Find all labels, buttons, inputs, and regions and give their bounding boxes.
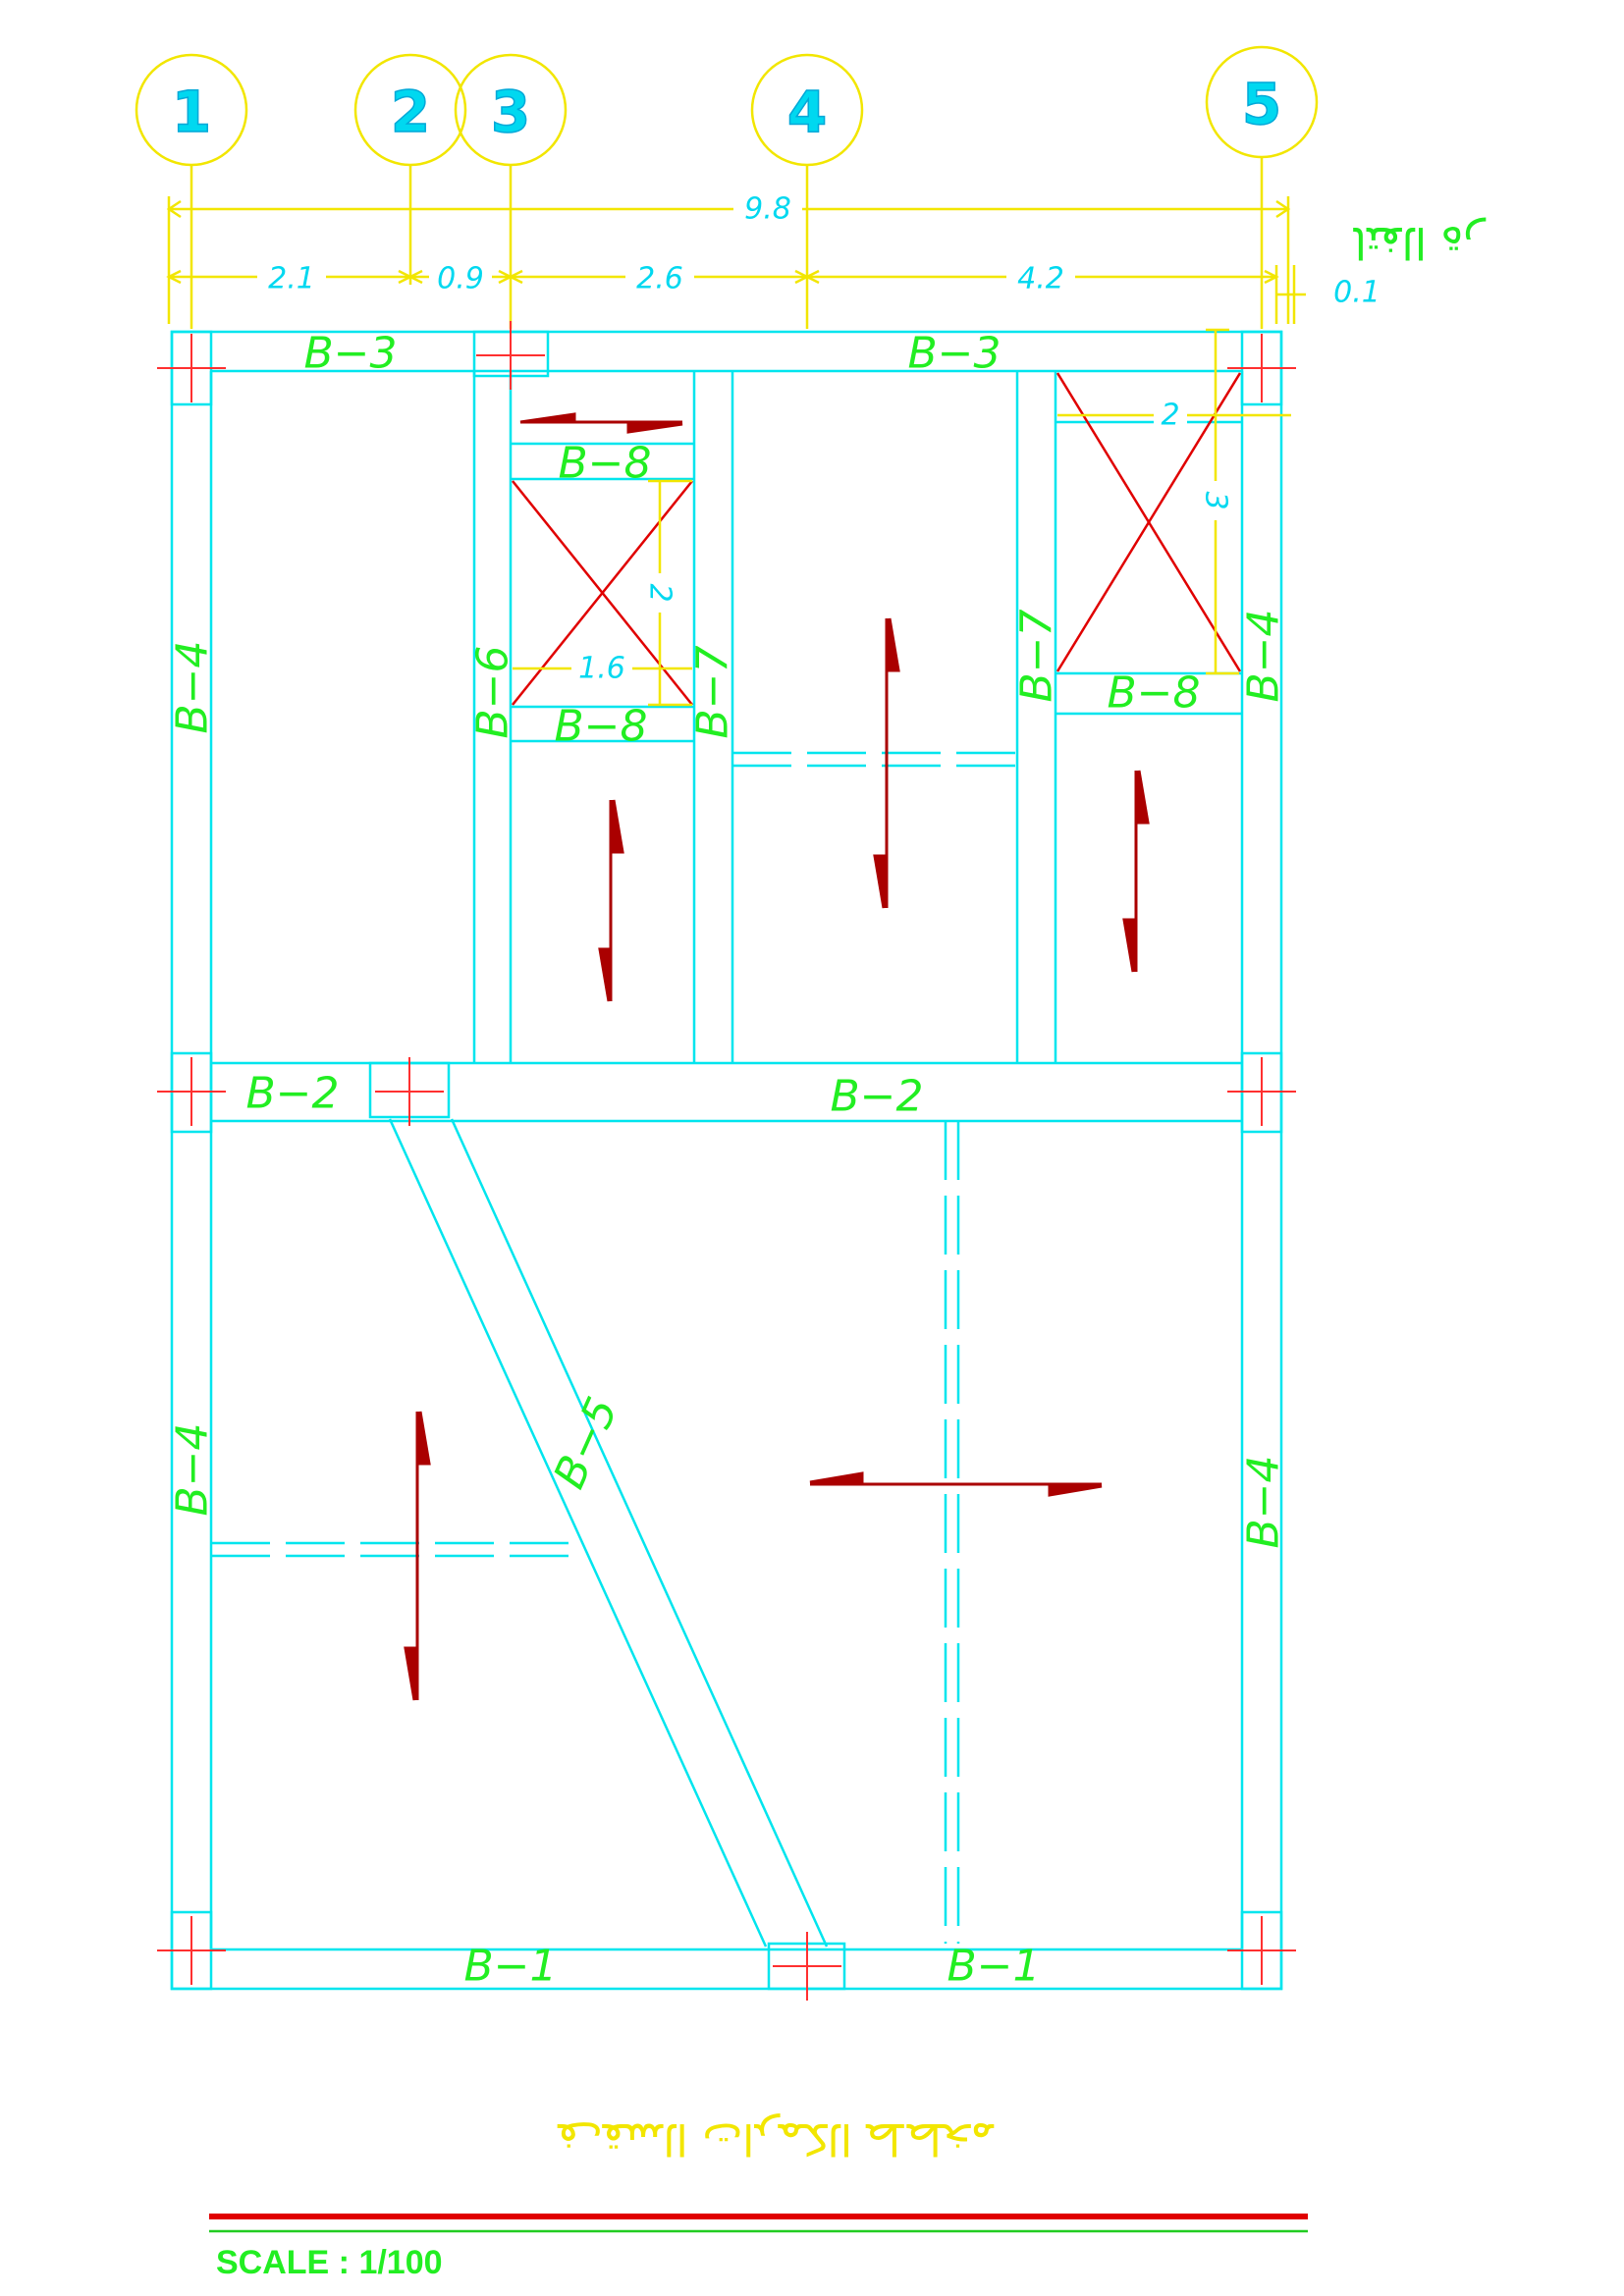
grid-label-4: 4 (787, 79, 827, 145)
grid-label-2: 2 (391, 79, 430, 145)
beam-label-b8-bottom: B−8 (554, 702, 647, 752)
opening-left-width-label: 1.6 (578, 652, 625, 686)
grid-label-1: 1 (172, 79, 211, 145)
grid-label-5: 5 (1242, 71, 1281, 137)
offset-dim-label: 0.1 (1333, 276, 1380, 310)
beam-label-b4-left-bottom: B−4 (168, 1422, 218, 1516)
outer-frame (170, 330, 1283, 1991)
side-note: ﺎﺘﻔﻟﺍ ﺓﺭ (1353, 217, 1486, 267)
opening-right-height-label: 3 (1199, 491, 1233, 509)
beam-label-b4-left-top: B−4 (168, 640, 218, 733)
beam-label-b7-right: B−7 (1012, 609, 1062, 702)
drawing-title: ﻒﻘﺴﻟﺍ ﺕﺍﺮﻤﻜﻟﺍ ﻂﻄﺨﻣ (558, 2113, 995, 2163)
span-arrows (404, 412, 1150, 1701)
beam-b5-edge-2 (450, 1118, 829, 1948)
beam-label-b1-right: B−1 (947, 1942, 1040, 1992)
grid-label-3: 3 (491, 79, 530, 145)
span-dim-label-2: 0.9 (437, 262, 484, 296)
beam-label-b3-left: B−3 (303, 329, 397, 379)
beam-outlines (170, 330, 1283, 1991)
beam-label-b1-left: B−1 (463, 1942, 557, 1992)
column-crosses (157, 321, 1296, 2001)
beam-label-b8-right: B−8 (1107, 668, 1200, 719)
top-dimensions (166, 196, 1306, 324)
hidden-lines (211, 751, 1017, 1944)
beam-label-b4-right-bottom: B−4 (1239, 1455, 1289, 1548)
opening-right-diagonal-2 (1056, 372, 1242, 672)
span-dim-label-3: 2.6 (636, 262, 683, 296)
beam-label-b2-left: B−2 (245, 1069, 339, 1119)
beam-label-b2-right: B−2 (830, 1072, 923, 1122)
beam-label-b3-right: B−3 (907, 329, 1001, 379)
span-dim-label-4: 4.2 (1017, 262, 1064, 296)
scale-label: SCALE : 1/100 (216, 2244, 443, 2281)
opening-dimensions (513, 328, 1291, 707)
overall-dim-label: 9.8 (744, 192, 791, 227)
opening-right-width-label: 2 (1161, 399, 1179, 433)
grid-axes (135, 45, 1319, 329)
beam-label-b8-top: B−8 (558, 439, 651, 489)
beam-label-b6: B−6 (468, 645, 518, 738)
beam-label-b7-left: B−7 (688, 645, 738, 738)
opening-left-height-label: 2 (643, 583, 677, 602)
beam-label-b4-right-top: B−4 (1239, 609, 1289, 702)
beam-b5-edge-1 (388, 1118, 768, 1948)
span-dim-label-1: 2.1 (268, 262, 315, 296)
